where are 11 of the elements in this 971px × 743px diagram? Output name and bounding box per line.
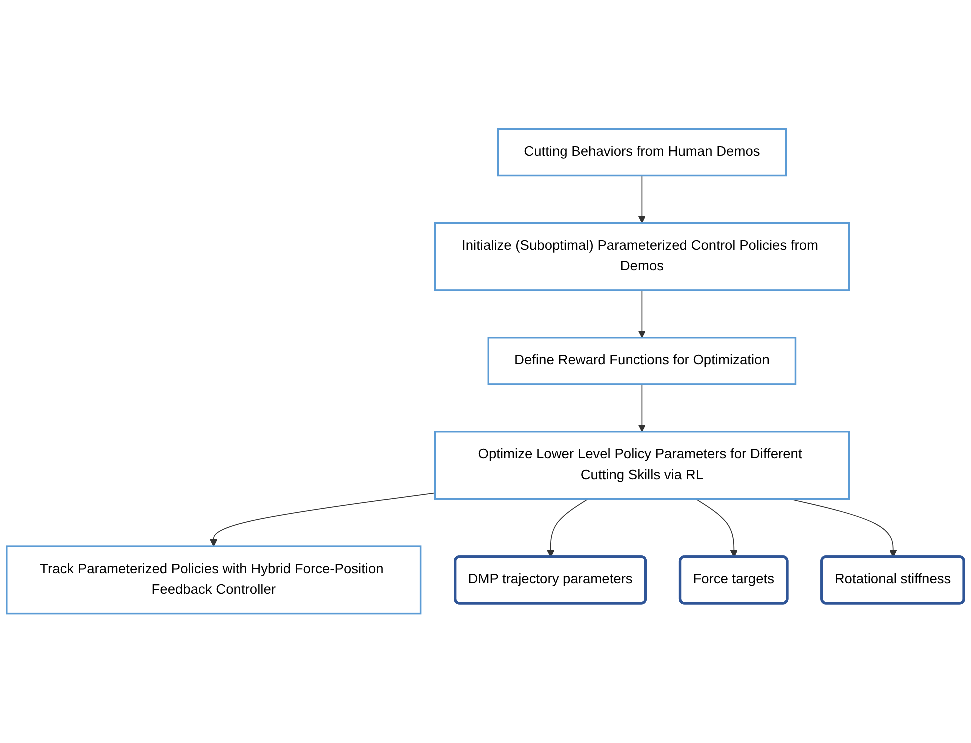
arrow	[547, 498, 589, 558]
arrow	[638, 175, 646, 224]
node-box: Optimize Lower Level Policy Parameters for Different Cutting Skills via RL	[434, 431, 850, 500]
arrow	[638, 290, 646, 338]
arrow	[696, 498, 738, 558]
node-box: Initialize (Suboptimal) Parameterized Control Policies from Demos	[434, 222, 850, 292]
arrow	[210, 492, 436, 547]
node-box: Track Parameterized Policies with Hybrid Force-Position Feedback Controller	[6, 546, 422, 615]
node-box: Cutting Behaviors from Human Demos	[497, 128, 788, 177]
arrow	[638, 384, 646, 432]
node-box: Define Reward Functions for Optimization	[488, 337, 797, 386]
